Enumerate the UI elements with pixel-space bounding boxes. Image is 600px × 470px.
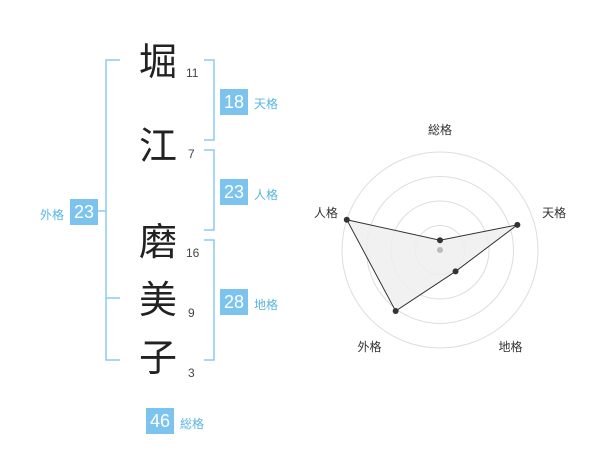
soukaku-label: 総格 [180, 417, 205, 431]
radar-point-2 [514, 221, 521, 228]
radar-ring-4 [341, 151, 539, 349]
stroke-count-4: 9 [188, 306, 195, 320]
soukaku-value: 46 [146, 408, 174, 434]
gaikaku-label: 外格 [40, 208, 65, 222]
radar-points [343, 216, 521, 315]
tenkaku-label: 天格 [254, 97, 279, 111]
chikaku-bracket [204, 239, 215, 361]
radar-point-5 [343, 216, 350, 223]
radar-center-dot [437, 247, 443, 253]
name-char-2: 江 [138, 124, 177, 168]
stroke-count-1: 11 [186, 66, 199, 80]
chikaku-label: 地格 [254, 298, 279, 312]
name-char-1: 堀 [138, 40, 177, 84]
gaikaku-bracket [105, 59, 120, 361]
radar-axis-label-3: 地格 [499, 339, 523, 354]
tenkaku-bracket [204, 59, 215, 141]
stroke-count-3: 16 [186, 246, 200, 260]
radar-axis-label-2: 天格 [542, 205, 566, 220]
stroke-count-2: 7 [188, 147, 195, 161]
gaikaku-value: 23 [70, 199, 98, 225]
bracket-lines [96, 59, 215, 361]
radar-point-3 [452, 268, 459, 275]
jinkaku-bracket [204, 149, 215, 231]
radar-axis-label-5: 人格 [314, 205, 338, 220]
radar-axis-label-4: 外格 [357, 339, 381, 354]
jinkaku-value: 23 [220, 179, 248, 205]
jinkaku-label: 人格 [254, 188, 279, 202]
radar-axis-label-1: 総格 [428, 122, 452, 137]
chikaku-value: 28 [220, 289, 248, 315]
name-char-5: 子 [138, 336, 177, 380]
stroke-count-5: 3 [188, 366, 195, 380]
radar-area [345, 218, 518, 312]
tenkaku-value: 18 [220, 89, 248, 115]
name-char-4: 美 [138, 278, 177, 322]
name-char-3: 磨 [138, 220, 177, 264]
radar-point-1 [437, 237, 443, 244]
radar-point-4 [392, 308, 399, 315]
